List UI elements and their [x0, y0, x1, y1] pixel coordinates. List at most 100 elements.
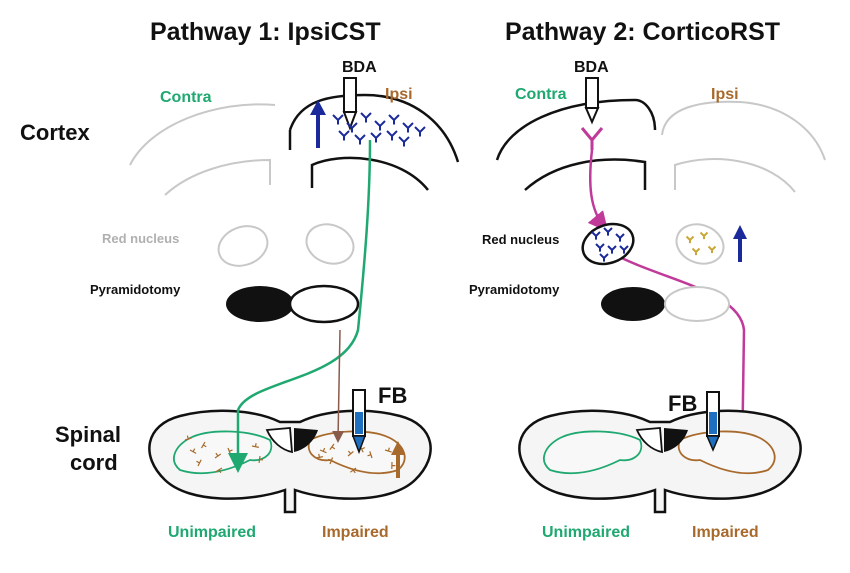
- axon-sprout-mark: [215, 467, 223, 474]
- p2-contra-cortex-outline: [495, 98, 657, 161]
- p2-ipsi-label: Ipsi: [711, 86, 739, 103]
- p1-dorsal-column-lesion: [294, 428, 318, 452]
- p2-unimpaired-label: Unimpaired: [542, 524, 630, 541]
- neuron-mark: [707, 245, 717, 254]
- p2-ipsi-cortex-outline: [661, 100, 826, 161]
- p1-cortex-neurons-icon: [332, 112, 426, 147]
- neuron-mark: [603, 227, 613, 236]
- axon-sprout-mark: [200, 441, 207, 449]
- p2-impaired-label: Impaired: [692, 524, 759, 541]
- axon-sprout-mark: [347, 450, 354, 457]
- p1-pyramidotomy-label: Pyramidotomy: [90, 282, 181, 297]
- p2-red-nucleus-up-arrow-icon: [733, 225, 747, 262]
- p1-dorsal-column-spared: [265, 427, 293, 454]
- neuron-mark: [332, 114, 344, 125]
- p2-red-nucleus-sparse-neurons-icon: [685, 231, 717, 256]
- axon-sprout-mark: [184, 435, 192, 441]
- p1-unimpaired-label: Unimpaired: [168, 524, 256, 541]
- neuron-mark: [591, 231, 601, 240]
- neuron-mark: [354, 134, 366, 145]
- p1-ipsi-cortex-inner: [310, 156, 429, 191]
- axon-sprout-mark: [329, 443, 336, 451]
- p1-fb-syringe-icon: [351, 389, 367, 455]
- p2-fb-syringe-icon: [705, 391, 721, 452]
- p2-contra-cortex-inner: [524, 158, 647, 191]
- p2-ipsi-cortex-inner: [674, 158, 796, 193]
- neuron-mark: [619, 245, 629, 254]
- p2-red-nucleus-contralateral: [675, 223, 725, 265]
- axon-sprout-mark: [367, 451, 373, 459]
- p2-bda-syringe-icon: [584, 77, 600, 125]
- p1-ipsicst-axon-path: [228, 139, 372, 473]
- neuron-mark: [607, 245, 617, 254]
- p1-red-nucleus-left: [217, 225, 269, 267]
- axon-sprout-mark: [384, 447, 392, 453]
- p1-red-nucleus-label: Red nucleus: [102, 231, 179, 246]
- pathway2-title: Pathway 2: CorticoRST: [505, 18, 780, 46]
- p1-lesioned-pyramid: [226, 286, 294, 322]
- p2-dorsal-column-spared: [635, 427, 663, 454]
- axon-sprout-mark: [319, 447, 327, 454]
- p1-red-nucleus-right: [305, 223, 355, 265]
- p1-fb-label: FB: [378, 383, 407, 408]
- p1-retrograde-path: [332, 329, 345, 443]
- neuron-mark: [360, 112, 372, 123]
- p2-cortical-neuron-icon: [580, 127, 604, 150]
- neuron-mark: [374, 120, 386, 131]
- neuron-mark: [398, 136, 410, 147]
- p2-lesioned-pyramid: [601, 287, 665, 321]
- p1-intact-pyramid: [288, 284, 360, 324]
- panel-pathway2: BDA Contra Ipsi Red nucleus Pyramidotomy: [469, 59, 826, 541]
- p1-bda-syringe-icon: [342, 77, 358, 131]
- p2-gray-matter-unimpaired: [543, 430, 643, 475]
- p1-contra-cortex-inner: [164, 158, 271, 196]
- cortex-label: Cortex: [20, 120, 90, 145]
- neuron-mark: [699, 231, 709, 240]
- axon-sprout-mark: [189, 448, 197, 454]
- p1-bda-label: BDA: [342, 59, 377, 76]
- axon-sprout-mark: [214, 452, 222, 459]
- neuron-mark: [338, 130, 350, 141]
- p1-contra-label: Contra: [160, 89, 212, 106]
- neuron-mark: [402, 122, 414, 133]
- p2-fb-label: FB: [668, 391, 697, 416]
- axon-sprout-mark: [251, 443, 259, 448]
- axon-sprout-mark: [196, 459, 202, 467]
- neuron-mark: [685, 235, 695, 244]
- neuron-mark: [370, 132, 382, 143]
- p2-bda-label: BDA: [574, 59, 609, 76]
- neuron-mark: [595, 243, 605, 252]
- p2-red-nucleus-neurons-icon: [591, 227, 629, 262]
- p1-ipsi-label: Ipsi: [385, 86, 413, 103]
- spinal-label-line1: Spinal: [55, 422, 121, 447]
- neuron-mark: [388, 114, 400, 125]
- neuron-mark: [691, 247, 701, 256]
- p2-pyramidotomy-label: Pyramidotomy: [469, 282, 560, 297]
- pathway1-title: Pathway 1: IpsiCST: [150, 18, 381, 46]
- p1-spinal-up-arrow-icon: [391, 441, 405, 478]
- p2-intact-pyramid: [664, 286, 730, 322]
- p2-corticorubral-axon-path: [587, 149, 609, 232]
- neuron-mark: [386, 130, 398, 141]
- neuron-mark: [615, 233, 625, 242]
- p2-contra-label: Contra: [515, 86, 567, 103]
- spinal-label-line2: cord: [70, 450, 118, 475]
- p1-cortex-up-arrow-icon: [310, 100, 326, 148]
- axon-sprout-mark: [391, 461, 396, 470]
- p1-contra-cortex-outline: [129, 103, 276, 166]
- axon-sprout-mark: [258, 455, 264, 464]
- p1-ipsi-cortex-outline: [288, 93, 460, 163]
- axon-sprout-mark: [315, 453, 323, 459]
- neuron-mark: [346, 122, 358, 133]
- neuron-mark: [599, 253, 609, 262]
- p2-dorsal-column-lesion: [664, 428, 688, 452]
- axon-sprout-mark: [327, 457, 334, 465]
- p2-gray-matter-impaired: [677, 430, 776, 475]
- axon-sprout-mark: [350, 467, 357, 474]
- neuron-mark: [414, 126, 426, 137]
- p2-red-nucleus-label: Red nucleus: [482, 232, 559, 247]
- panel-pathway1: BDA Contra Ipsi Red nucleus Pyramidotomy: [90, 59, 460, 541]
- p1-impaired-label: Impaired: [322, 524, 389, 541]
